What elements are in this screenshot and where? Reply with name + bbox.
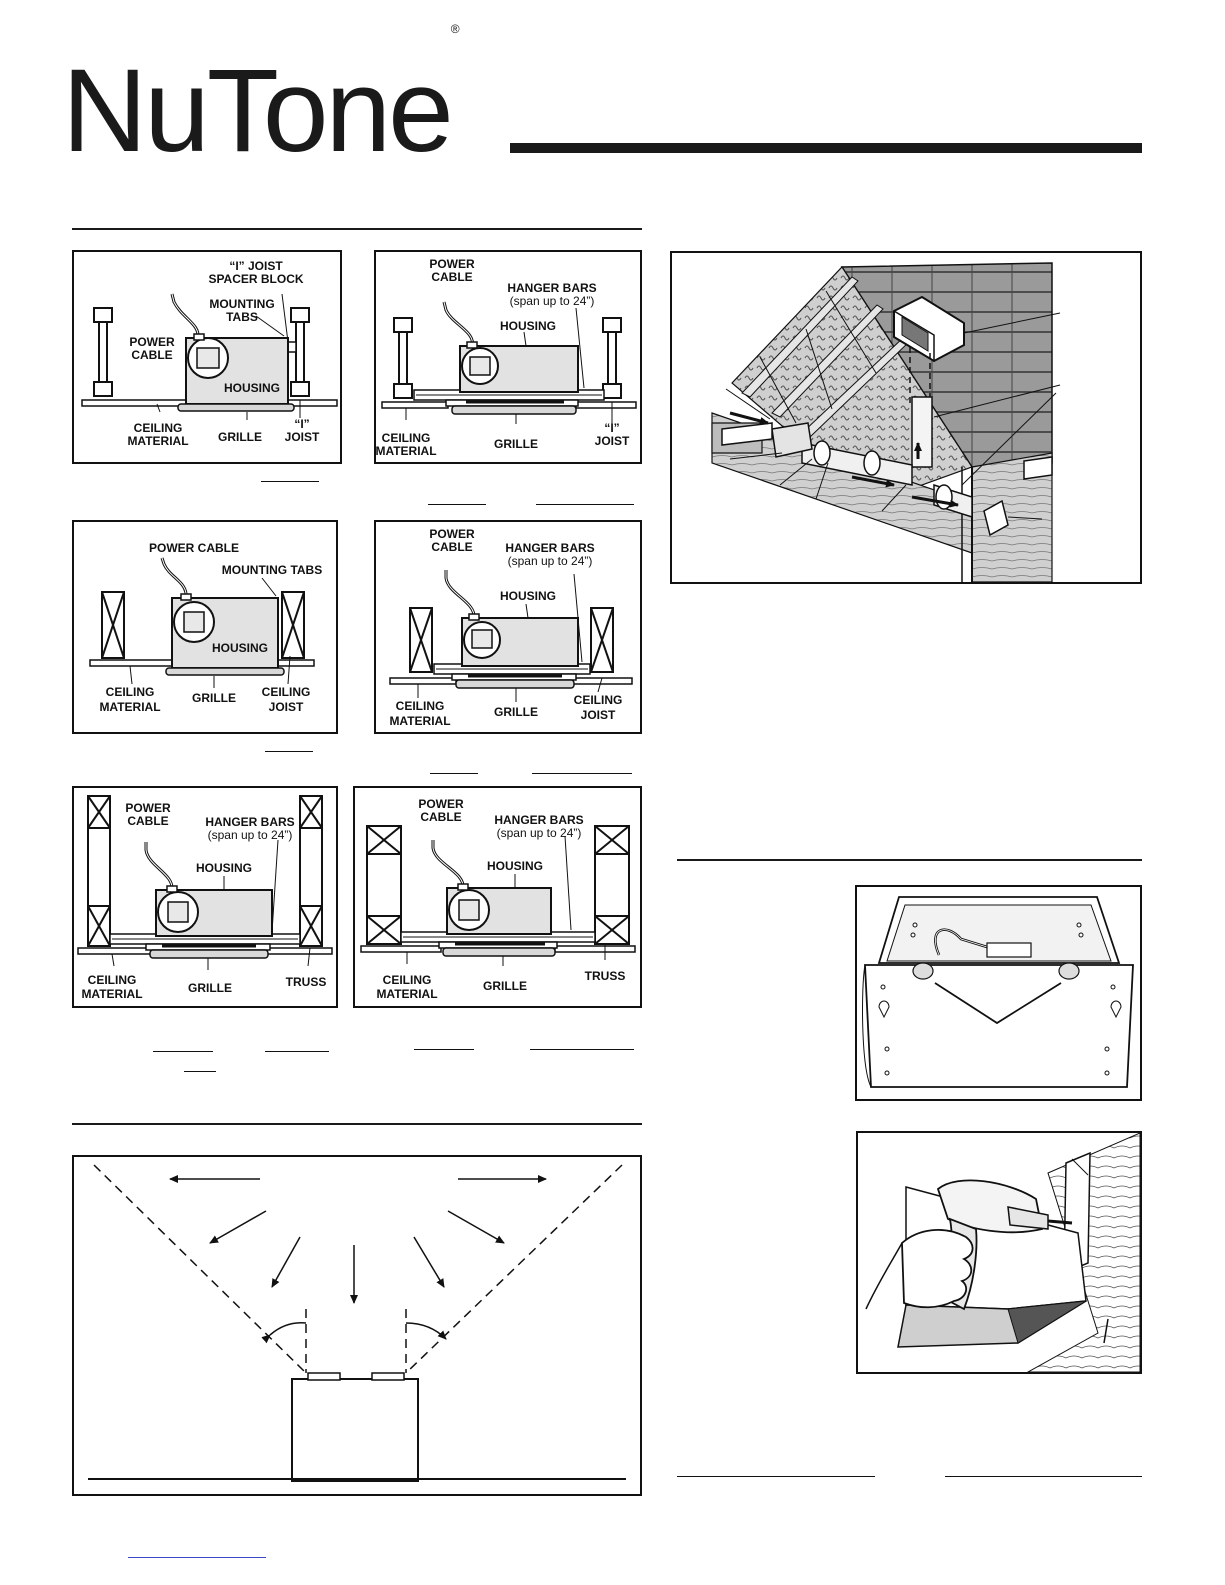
label-housing: HOUSING (500, 589, 556, 603)
caption-underline (532, 773, 632, 774)
label-housing: HOUSING (500, 319, 556, 333)
label-grille: GRILLE (218, 430, 262, 444)
label-housing: HOUSING (487, 859, 543, 873)
nutone-logo: NuTone® (62, 21, 460, 177)
section-rule-left-bottom (72, 1123, 642, 1125)
label-housing: HOUSING (196, 861, 252, 875)
label-i-joist: “I”JOIST (595, 421, 630, 448)
caption-underline (530, 1049, 634, 1050)
caption-underline (414, 1049, 474, 1050)
label-hanger-bars: HANGER BARS(span up to 24”) (494, 813, 583, 840)
label-i-joist: “I”JOIST (285, 417, 320, 444)
figure-drill-mounting (856, 1131, 1142, 1374)
label-truss: TRUSS (585, 969, 626, 983)
caption-underline (265, 1051, 329, 1052)
figure-roof-duct-routing (670, 251, 1142, 584)
figure-airflow-angles (72, 1155, 642, 1496)
footer-link-underline[interactable] (128, 1557, 266, 1558)
caption-underline (536, 504, 634, 505)
caption-underline (428, 504, 486, 505)
caption-underline (677, 1476, 875, 1477)
label-housing: HOUSING (212, 641, 268, 655)
label-hanger-bars: HANGER BARS(span up to 24”) (505, 541, 594, 568)
label-power-cable: POWER CABLE (149, 541, 239, 555)
caption-underline (945, 1476, 1142, 1477)
header-rule (510, 143, 1142, 153)
caption-underline (265, 751, 313, 752)
section-rule-left-top (72, 228, 642, 230)
label-grille: GRILLE (483, 979, 527, 993)
label-mounting-tabs: MOUNTING TABS (222, 563, 322, 577)
section-rule-right (677, 859, 1142, 861)
caption-underline (261, 481, 319, 482)
label-hanger-bars: HANGER BARS(span up to 24”) (205, 815, 294, 842)
figure-joist-mounting-tabs: POWER CABLE MOUNTING TABS HOUSING CEILIN… (72, 520, 338, 734)
label-grille: GRILLE (494, 705, 538, 719)
label-grille: GRILLE (494, 437, 538, 451)
caption-underline (153, 1051, 213, 1052)
label-hanger-bars: HANGER BARS(span up to 24”) (507, 281, 596, 308)
caption-underline (184, 1071, 216, 1072)
label-grille: GRILLE (188, 981, 232, 995)
label-housing: HOUSING (224, 381, 280, 395)
label-grille: GRILLE (192, 691, 236, 705)
figure-housing-top-view (855, 885, 1142, 1101)
label-truss: TRUSS (286, 975, 327, 989)
caption-underline (430, 773, 478, 774)
